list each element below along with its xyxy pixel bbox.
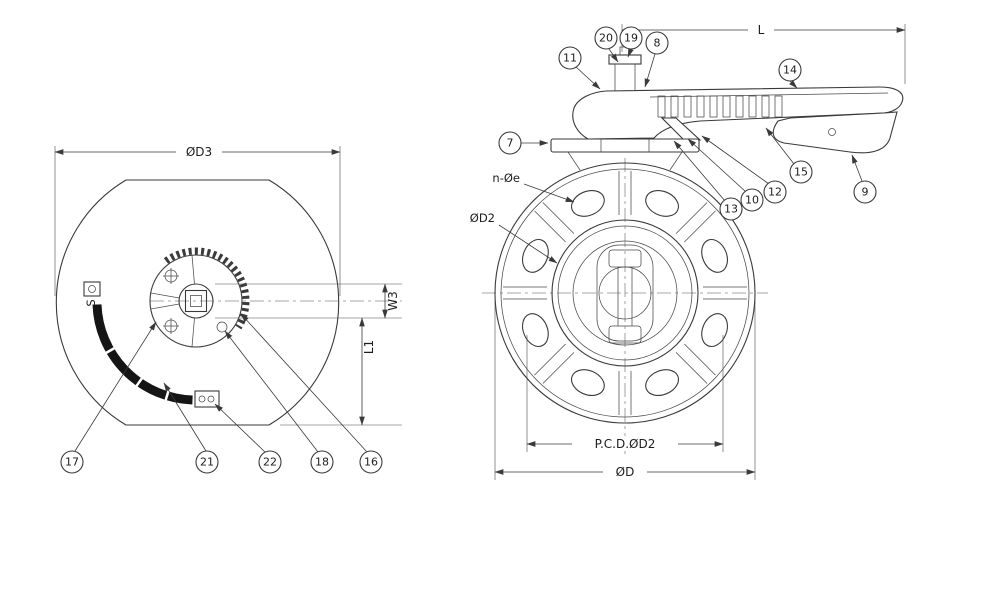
svg-text:18: 18 <box>315 456 329 469</box>
callout-balloon-8: 8 <box>645 31 669 55</box>
svg-text:13: 13 <box>724 203 738 216</box>
disc-and-stem <box>596 244 654 344</box>
callout-balloon-12: 12 <box>763 180 787 204</box>
svg-text:12: 12 <box>768 186 782 199</box>
dimension-d: ØD <box>494 297 756 480</box>
pin-hole <box>216 321 228 333</box>
label-d2: ØD2 <box>470 211 558 264</box>
stem <box>608 46 642 95</box>
svg-text:7: 7 <box>507 137 514 150</box>
svg-text:9: 9 <box>862 186 869 199</box>
left-view: S ØD3 W3 L1 <box>54 144 402 474</box>
dimension-pcd-d2: P.C.D.ØD2 <box>526 335 724 452</box>
ratchet-teeth <box>657 95 783 118</box>
label-n-oe: n-Øe <box>492 171 575 203</box>
callout-balloon-10: 10 <box>740 188 764 212</box>
stem-square-inner <box>190 295 202 307</box>
bolt-slots <box>521 189 729 397</box>
pcd-d2-label: P.C.D.ØD2 <box>595 437 656 451</box>
stop-plate: S <box>83 281 101 307</box>
dimension-l1: L1 <box>280 317 402 426</box>
d3-label: ØD3 <box>186 145 212 159</box>
callout-balloon-7: 7 <box>498 131 522 155</box>
callout-balloon-14: 14 <box>778 58 802 82</box>
hub-sector-upper <box>150 254 195 299</box>
raised-face-inner <box>557 225 693 361</box>
screw-lower <box>163 318 179 334</box>
hub-sector-lower <box>150 303 195 348</box>
flange <box>494 162 756 424</box>
valve-body-outline <box>55 179 340 426</box>
bore-circle <box>572 240 678 346</box>
callout-balloon-13: 13 <box>719 197 743 221</box>
callout-balloon-17: 17 <box>60 450 84 474</box>
svg-text:22: 22 <box>263 456 277 469</box>
stem-square <box>184 289 208 313</box>
svg-text:10: 10 <box>745 194 759 207</box>
flange-ribs <box>503 171 747 415</box>
w3-label: W3 <box>386 291 400 311</box>
right-view: L n-Øe ØD2 P.C.D.ØD2 ØD <box>470 22 906 480</box>
svg-text:19: 19 <box>624 32 638 45</box>
lever-notch-2 <box>134 376 144 389</box>
flange-rim-circle <box>500 168 750 418</box>
gear-teeth <box>163 247 250 330</box>
lever-notch-3 <box>163 389 170 403</box>
callout-balloon-18: 18 <box>310 450 334 474</box>
screw-upper <box>163 268 179 284</box>
disc-hub <box>596 244 654 342</box>
svg-text:16: 16 <box>364 456 378 469</box>
callout-balloon-16: 16 <box>359 450 383 474</box>
dimension-l: L <box>621 22 906 84</box>
mounting-plate <box>550 138 700 171</box>
handle-arm <box>572 86 904 140</box>
s-label: S <box>84 299 98 306</box>
callout-balloon-22: 22 <box>258 450 282 474</box>
lever-band <box>92 304 193 405</box>
svg-text:11: 11 <box>563 52 577 65</box>
stem-bore <box>178 283 214 319</box>
callout-balloon-15: 15 <box>789 160 813 184</box>
right-leaders <box>521 48 863 202</box>
l1-label: L1 <box>362 340 376 354</box>
trigger-grip <box>772 111 898 154</box>
svg-text:17: 17 <box>65 456 79 469</box>
flange-outer-circle <box>494 162 756 424</box>
callout-balloon-19: 19 <box>619 26 643 50</box>
svg-text:21: 21 <box>200 456 214 469</box>
lock-pawl <box>660 117 702 143</box>
svg-text:n-Øe: n-Øe <box>492 171 520 185</box>
callout-balloon-20: 20 <box>594 26 618 50</box>
l-label: L <box>758 23 765 37</box>
svg-text:14: 14 <box>783 64 797 77</box>
svg-text:8: 8 <box>654 37 661 50</box>
svg-text:20: 20 <box>599 32 613 45</box>
svg-text:ØD2: ØD2 <box>470 211 495 225</box>
callout-balloon-9: 9 <box>853 180 877 204</box>
trigger-pivot <box>828 128 836 136</box>
left-leaders <box>74 313 368 454</box>
dimension-d3: ØD3 <box>54 144 341 296</box>
lock-piece <box>194 390 220 408</box>
callout-balloon-21: 21 <box>195 450 219 474</box>
d-label: ØD <box>616 465 635 479</box>
lever-notch-1 <box>103 346 117 356</box>
callout-balloon-11: 11 <box>558 46 582 70</box>
raised-face-outer <box>551 219 699 367</box>
svg-text:15: 15 <box>794 166 808 179</box>
gear-wheel <box>149 247 250 348</box>
